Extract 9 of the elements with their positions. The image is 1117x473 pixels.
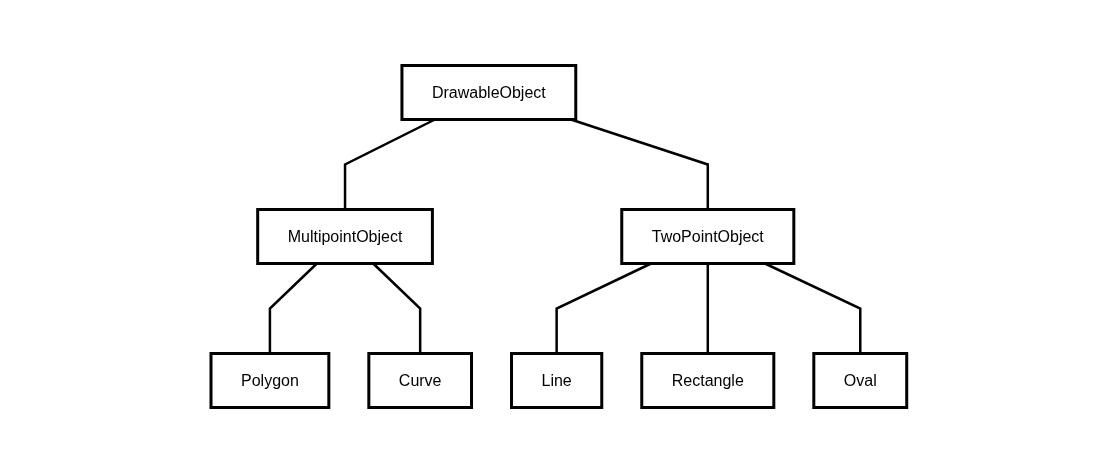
node-box: Rectangle — [639, 352, 775, 409]
node-box: TwoPointObject — [619, 208, 795, 265]
node-box: Line — [509, 352, 603, 409]
node-box: Curve — [366, 352, 473, 409]
connector — [706, 263, 709, 354]
node-box: MultipointObject — [255, 208, 434, 265]
node-box: Polygon — [209, 352, 330, 409]
node-box: Oval — [811, 352, 908, 409]
node-box: DrawableObject — [400, 64, 577, 121]
